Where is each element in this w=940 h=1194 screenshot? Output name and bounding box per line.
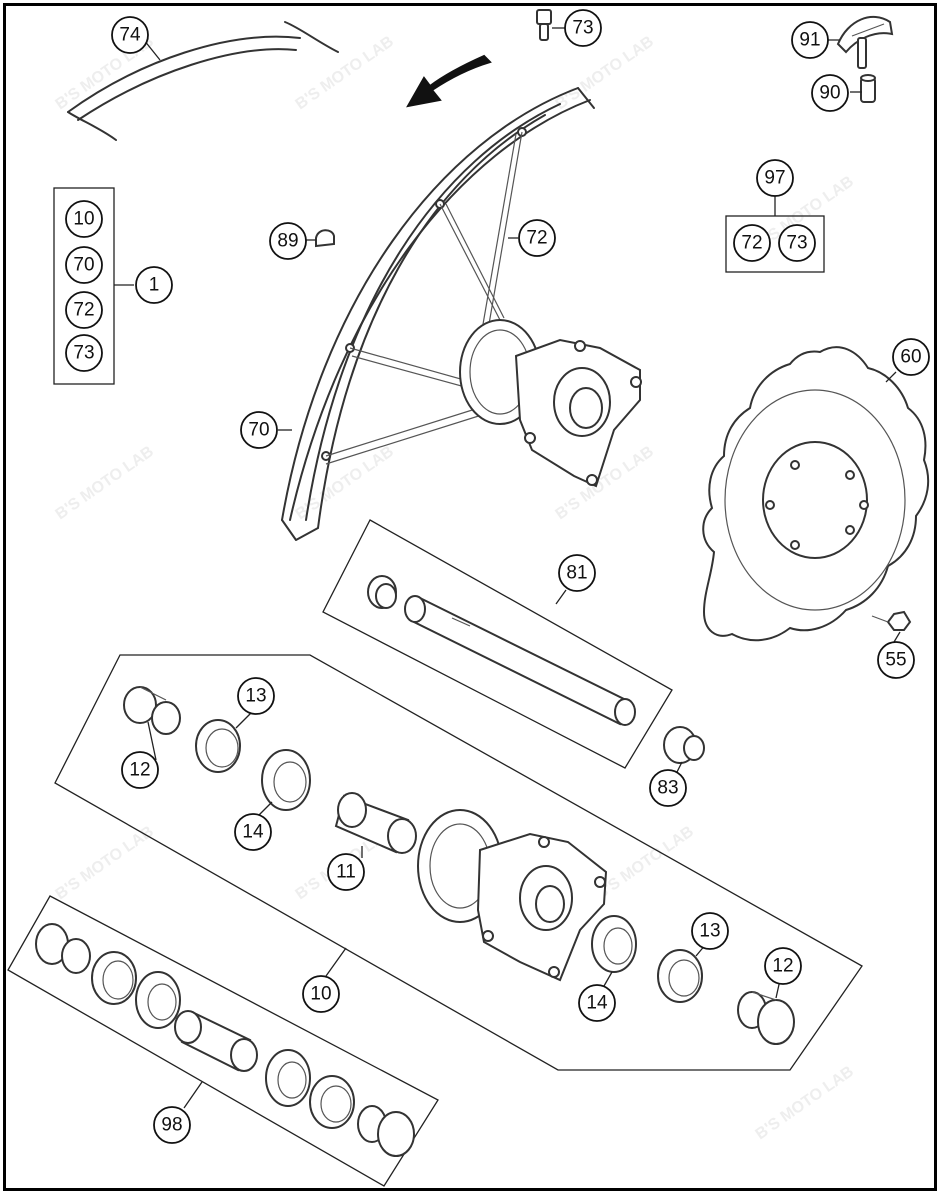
assembled-hub-part [459,319,642,488]
complete-wheel-kit-box [53,187,134,385]
callout-60: 60 [892,338,930,376]
disc-bolt-part [871,610,912,631]
callout-98-label: 98 [161,1115,182,1136]
callout-81-label: 81 [566,563,587,584]
watermark: B'S MOTO LAB [53,823,157,903]
callout-90-label: 90 [819,83,840,104]
callout-12-right-label: 12 [772,956,793,977]
callout-72-kit-label: 72 [73,300,94,321]
callout-91-label: 91 [799,30,820,51]
callout-97-label: 97 [764,168,785,189]
callout-14-left-label: 14 [242,822,264,843]
callout-81: 81 [558,554,596,592]
callout-73-kit-label: 73 [73,343,94,364]
callout-72-label: 72 [526,228,547,249]
bearing-kit-box [7,895,439,1187]
callout-70-kit-label: 70 [73,255,94,276]
brake-disc-part [702,346,930,642]
axle-kit-box [322,519,673,769]
callout-72: 72 [518,219,556,257]
callout-12-right: 12 [764,947,802,985]
callout-73-spoke-kit-label: 73 [786,233,807,254]
callout-72-spoke-kit-label: 72 [741,233,762,254]
callout-14-left: 14 [234,813,272,851]
callout-10-kit: 10 [65,200,103,238]
watermark: B'S MOTO LAB [593,823,697,903]
callout-73-kit: 73 [65,334,103,372]
callout-10-label: 10 [310,984,331,1005]
callout-55: 55 [877,641,915,679]
callout-14-right: 14 [578,984,616,1022]
callout-89-label: 89 [277,231,298,252]
watermark: B'S MOTO LAB [53,443,157,523]
callout-70-label: 70 [248,420,269,441]
callout-74: 74 [111,16,149,54]
watermark: B'S MOTO LAB [553,33,657,113]
callout-12-left-label: 12 [129,760,150,781]
callout-89: 89 [269,222,307,260]
callout-13-left-label: 13 [245,686,266,707]
callout-70-kit: 70 [65,246,103,284]
callout-60-label: 60 [900,347,921,368]
rim-tape-part [67,21,339,141]
callout-83-label: 83 [657,778,678,799]
callout-13-right-label: 13 [699,921,720,942]
callout-97: 97 [756,159,794,197]
callout-91: 91 [791,21,829,59]
callout-72-kit: 72 [65,291,103,329]
rotation-arrow [406,54,492,108]
axle-spacer-part [663,726,705,764]
callout-12-left: 12 [121,751,159,789]
rim-lock-nut-part [860,74,876,103]
callout-13-right: 13 [691,912,729,950]
callout-13-left: 13 [237,677,275,715]
callout-83: 83 [649,769,687,807]
spoke-kit-box [725,196,825,273]
callout-74-label: 74 [119,25,141,46]
spoke-nipple-part [536,9,552,41]
hub-kit-box [54,654,863,1071]
callout-1: 1 [135,266,173,304]
callout-73: 73 [564,9,602,47]
callout-14-right-label: 14 [586,993,608,1014]
callout-72-spoke-kit: 72 [733,224,771,262]
wheel-rim-part [281,87,595,541]
callout-10-kit-label: 10 [73,209,94,230]
callout-55-label: 55 [885,650,906,671]
watermark: B'S MOTO LAB [753,1063,857,1143]
callout-10: 10 [302,975,340,1013]
callout-90: 90 [811,74,849,112]
callout-73-label: 73 [572,18,593,39]
callout-11: 11 [327,853,365,891]
rim-lock-part [836,16,894,69]
callout-1-label: 1 [149,275,160,296]
callout-73-spoke-kit: 73 [778,224,816,262]
watermark: B'S MOTO LAB [293,33,397,113]
callout-70: 70 [240,411,278,449]
callout-11-label: 11 [336,862,356,883]
valve-cap-part [315,229,335,248]
callouts: 74 73 91 90 10 70 72 73 1 89 72 97 72 73… [65,9,930,1144]
callout-98: 98 [153,1106,191,1144]
